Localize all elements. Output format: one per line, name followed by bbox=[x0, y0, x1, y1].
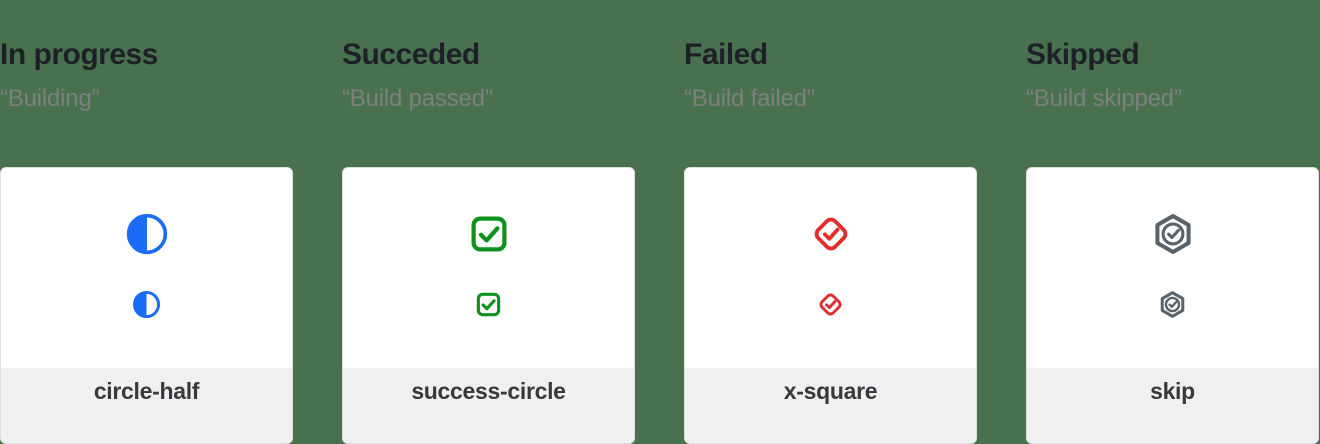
circle-half-icon bbox=[125, 212, 169, 256]
column-title: Failed bbox=[684, 38, 768, 71]
column-skipped: Skipped “Build skipped” bbox=[1026, 0, 1319, 444]
icon-card-circle-half: circle-half bbox=[0, 167, 293, 444]
icon-card-skip: skip bbox=[1026, 167, 1319, 444]
icon-preview-area bbox=[1027, 168, 1318, 368]
icon-name-label: circle-half bbox=[93, 378, 200, 404]
icon-name-footer: skip bbox=[1027, 368, 1318, 443]
icon-name-label: x-square bbox=[783, 378, 878, 404]
icon-preview-area bbox=[343, 168, 634, 368]
column-title: Skipped bbox=[1026, 38, 1140, 71]
icon-preview-area bbox=[685, 168, 976, 368]
icon-card-success-circle: success-circle bbox=[342, 167, 635, 444]
column-subtitle: “Build passed” bbox=[342, 85, 493, 112]
icon-name-footer: success-circle bbox=[343, 368, 634, 443]
success-circle-icon bbox=[467, 212, 511, 256]
circle-half-icon-small bbox=[132, 290, 161, 319]
column-in-progress: In progress “Building” circle- bbox=[0, 0, 293, 444]
icon-card-x-square: x-square bbox=[684, 167, 977, 444]
skip-icon-small bbox=[1158, 290, 1187, 319]
column-succeded: Succeded “Build passed” succes bbox=[342, 0, 635, 444]
skip-icon bbox=[1151, 212, 1195, 256]
column-subtitle: “Build skipped” bbox=[1026, 85, 1182, 112]
icon-name-footer: x-square bbox=[685, 368, 976, 443]
column-subtitle: “Build failed” bbox=[684, 85, 815, 112]
column-failed: Failed “Build failed” x-square bbox=[684, 0, 977, 444]
column-subtitle: “Building” bbox=[0, 85, 100, 112]
column-title: Succeded bbox=[342, 38, 480, 71]
icon-name-footer: circle-half bbox=[1, 368, 292, 443]
column-title: In progress bbox=[0, 38, 158, 71]
x-square-icon-small bbox=[816, 290, 845, 319]
icon-name-label: skip bbox=[1150, 378, 1195, 404]
success-circle-icon-small bbox=[474, 290, 503, 319]
x-square-icon bbox=[809, 212, 853, 256]
icon-name-label: success-circle bbox=[411, 378, 566, 404]
icon-preview-area bbox=[1, 168, 292, 368]
